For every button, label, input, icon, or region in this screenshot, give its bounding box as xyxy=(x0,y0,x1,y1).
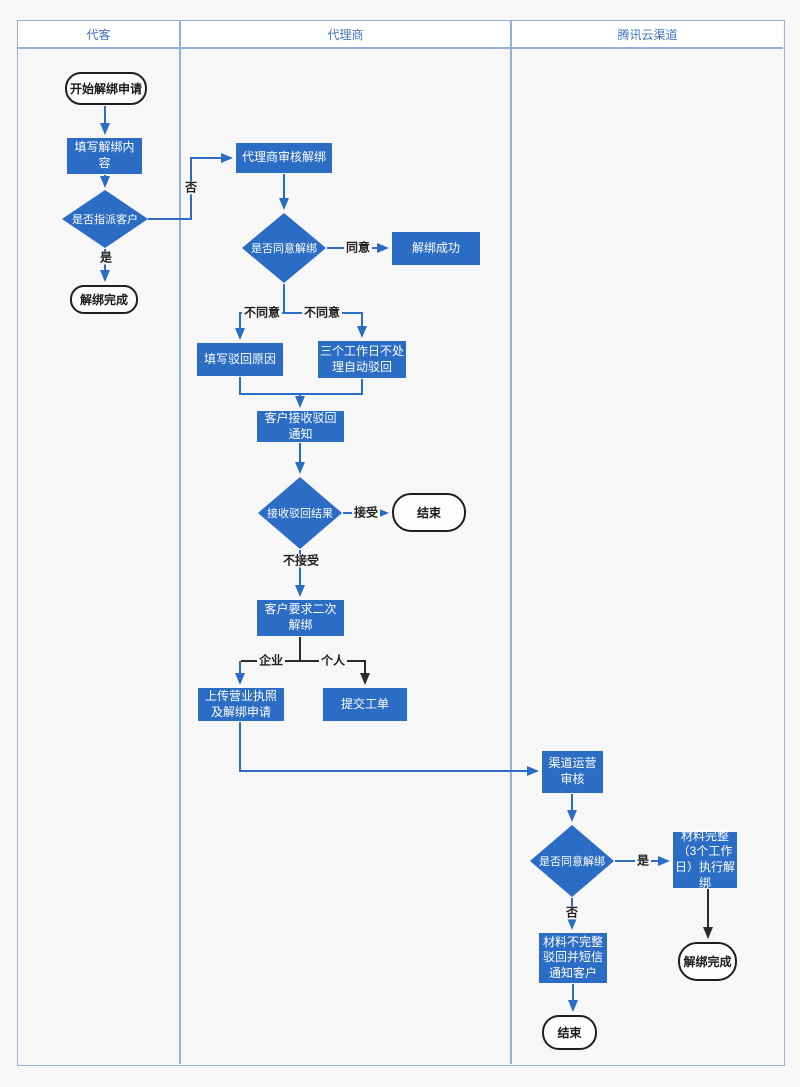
node-fill-content: 填写解绑内容 xyxy=(67,138,142,174)
node-receive-reject-notice: 客户接收驳回通知 xyxy=(257,411,344,442)
edge-label-disagree-left: 不同意 xyxy=(241,305,283,320)
edge-label-no-assign: 否 xyxy=(182,180,200,195)
node-auto-reject-label: 三个工作日不处理自动驳回 xyxy=(320,343,405,374)
node-end-final-label: 结束 xyxy=(557,1026,582,1040)
lane-header-agent-label: 代理商 xyxy=(327,27,364,42)
node-start-terminal: 开始解绑申请 xyxy=(65,72,147,105)
node-fill-content-label: 填写解绑内容 xyxy=(74,140,135,170)
lane-divider-2 xyxy=(510,20,512,1064)
node-end-reject-label: 结束 xyxy=(416,506,441,520)
node-second-unbind-request: 客户要求二次解绑 xyxy=(257,600,344,636)
node-material-incomplete: 材料不完整驳回并短信通知客户 xyxy=(539,933,607,983)
node-unbind-done-agent-label: 解绑完成 xyxy=(79,293,128,307)
node-upload-license-label: 上传营业执照及解绑申请 xyxy=(204,688,277,719)
node-unbind-done-channel-label: 解绑完成 xyxy=(683,955,732,969)
node-fill-reject-reason-label: 填写驳回原因 xyxy=(203,351,276,366)
lane-header-customer-label: 代客 xyxy=(86,27,111,42)
lane-header-agent: 代理商 xyxy=(181,21,510,47)
node-agree-decision-label: 是否同意解绑 xyxy=(251,243,317,255)
lane-header-customer: 代客 xyxy=(18,21,179,47)
node-receive-reject-notice-label: 客户接收驳回通知 xyxy=(264,410,337,441)
edge-label-no-channel: 否 xyxy=(563,905,581,920)
node-receive-result-decision-label: 接收驳回结果 xyxy=(267,508,333,520)
node-submit-ticket-label: 提交工单 xyxy=(340,696,389,711)
node-unbind-done-agent: 解绑完成 xyxy=(70,285,138,314)
node-end-reject: 结束 xyxy=(392,493,466,532)
node-material-complete-label: 材料完整（3个工作日）执行解绑 xyxy=(675,828,736,890)
node-second-unbind-request-label: 客户要求二次解绑 xyxy=(264,602,337,632)
node-channel-review: 渠道运营审核 xyxy=(542,751,603,793)
node-channel-review-label: 渠道运营审核 xyxy=(548,756,597,786)
lane-header-tencent-channel-label: 腾讯云渠道 xyxy=(617,27,678,42)
edge-label-disagree-right: 不同意 xyxy=(301,305,343,320)
node-upload-license: 上传营业执照及解绑申请 xyxy=(198,688,284,721)
node-unbind-success-label: 解绑成功 xyxy=(411,240,460,255)
diagram-frame xyxy=(17,20,785,1066)
lane-divider-1 xyxy=(179,20,181,1064)
node-material-incomplete-label: 材料不完整驳回并短信通知客户 xyxy=(542,934,603,980)
edge-label-not-accept: 不接受 xyxy=(280,553,322,568)
node-auto-reject: 三个工作日不处理自动驳回 xyxy=(318,341,406,378)
edge-label-enterprise: 企业 xyxy=(256,653,286,668)
edge-label-yes-channel: 是 xyxy=(634,853,652,868)
header-underline xyxy=(17,47,783,49)
node-channel-agree-decision-label: 是否同意解绑 xyxy=(539,856,605,868)
lane-header-tencent-channel: 腾讯云渠道 xyxy=(512,21,783,47)
node-unbind-success: 解绑成功 xyxy=(392,232,480,265)
edge-label-agree: 同意 xyxy=(343,240,373,255)
node-unbind-done-channel: 解绑完成 xyxy=(678,942,737,981)
node-agent-review-label: 代理商审核解绑 xyxy=(241,150,326,165)
edge-label-personal: 个人 xyxy=(318,653,348,668)
node-end-final: 结束 xyxy=(542,1015,597,1050)
node-agent-review: 代理商审核解绑 xyxy=(236,143,332,173)
node-material-complete: 材料完整（3个工作日）执行解绑 xyxy=(673,828,737,890)
node-start-label: 开始解绑申请 xyxy=(69,82,142,96)
node-submit-ticket: 提交工单 xyxy=(323,688,407,721)
edge-label-yes-assign: 是 xyxy=(97,250,115,265)
node-fill-reject-reason: 填写驳回原因 xyxy=(197,343,283,376)
node-assign-decision-label: 是否指派客户 xyxy=(72,214,138,226)
edge-label-accept: 接受 xyxy=(351,505,381,520)
